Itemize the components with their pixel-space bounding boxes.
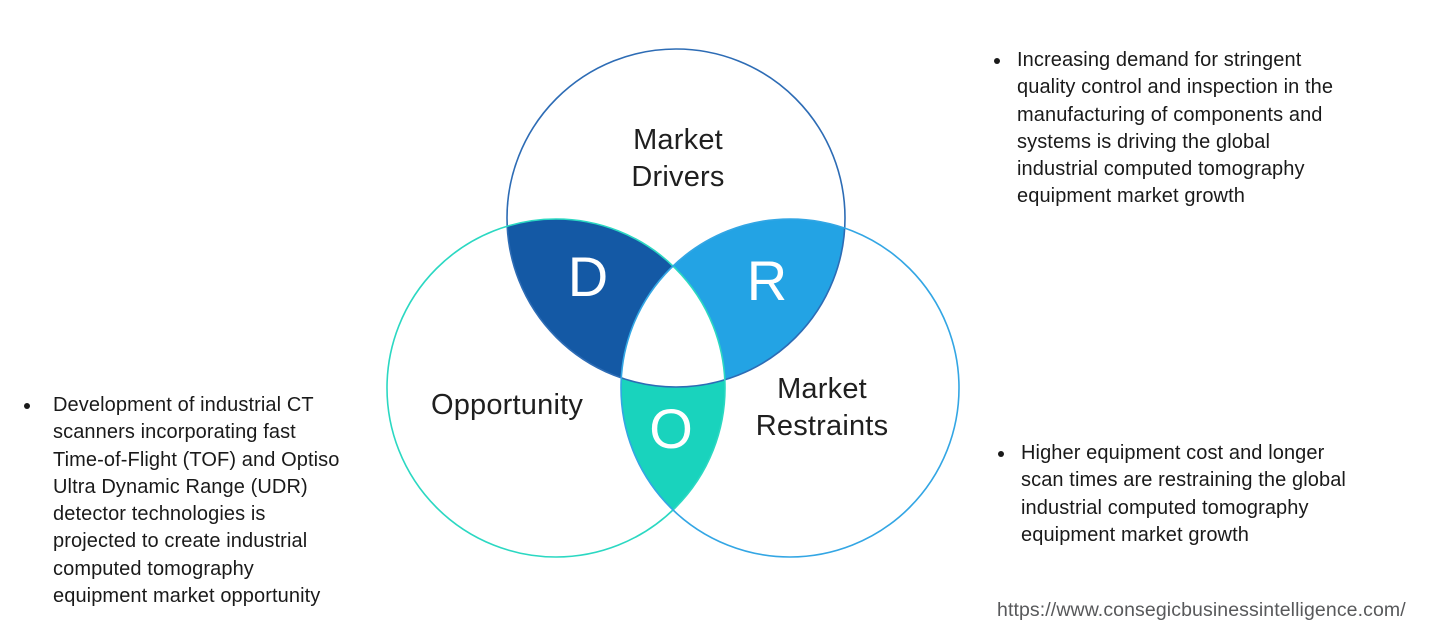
opportunity-label-line: Opportunity: [430, 389, 584, 421]
bullet-line: equipment market growth: [1017, 185, 1245, 208]
bullet-line: quality control and inspection in the: [1017, 76, 1334, 99]
drivers-restraints-overlap-region: [621, 219, 845, 387]
region-letter-r: R: [746, 249, 788, 312]
drivers-bullet-text: Increasing demand for stringent quality …: [1017, 47, 1333, 211]
bullet-line: scanners incorporating fast: [53, 421, 296, 444]
restraints-label-line: Restraints: [755, 410, 889, 442]
opportunity-bullet-text: Development of industrial CT scanners in…: [53, 392, 340, 610]
bullet-line: Increasing demand for stringent: [1017, 49, 1302, 71]
bullet-line: Higher equipment cost and longer: [1021, 442, 1325, 464]
drivers-circle-label: Market Drivers: [631, 122, 724, 196]
opportunity-bullet: Development of industrial CT scanners in…: [24, 392, 410, 610]
bullet-line: equipment market opportunity: [53, 585, 321, 608]
region-letter-o: O: [649, 397, 693, 460]
bullet-line: manufacturing of components and: [1017, 103, 1323, 126]
drivers-circle-outline: [506, 48, 846, 388]
bullet-line: Time-of-Flight (TOF) and Optiso: [53, 448, 340, 471]
bullet-dot-icon: [998, 451, 1004, 457]
bullet-line: equipment market growth: [1021, 523, 1249, 546]
bullet-line: computed tomography: [53, 557, 254, 580]
restraints-circle-outline: [620, 218, 960, 558]
bullet-line: industrial computed tomography: [1017, 158, 1305, 181]
bullet-line: Development of industrial CT: [53, 394, 314, 416]
bullet-dot-icon: [24, 403, 30, 409]
opportunity-circle-outline: [386, 218, 726, 558]
drivers-label-line: Market: [633, 124, 723, 156]
drivers-label-line: Drivers: [631, 161, 725, 193]
bullet-line: scan times are restraining the global: [1021, 469, 1346, 492]
restraints-label-line: Market: [777, 373, 867, 405]
bullet-line: projected to create industrial: [53, 530, 308, 553]
bullet-line: systems is driving the global: [1017, 130, 1271, 153]
bullet-line: detector technologies is: [53, 503, 266, 526]
source-url[interactable]: https://www.consegicbusinessintelligence…: [997, 599, 1406, 621]
bullet-dot-icon: [994, 58, 1000, 64]
restraints-circle-label: Market Restraints: [756, 371, 889, 445]
restraints-bullet-text: Higher equipment cost and longer scan ti…: [1021, 440, 1346, 549]
opportunity-circle-label: Opportunity: [431, 387, 583, 424]
region-letter-d: D: [567, 245, 609, 308]
bullet-line: industrial computed tomography: [1021, 496, 1309, 519]
drivers-bullet: Increasing demand for stringent quality …: [994, 47, 1444, 211]
bullet-line: Ultra Dynamic Range (UDR): [53, 475, 308, 498]
drivers-opportunity-overlap-region: [507, 219, 725, 387]
restraints-bullet: Higher equipment cost and longer scan ti…: [998, 440, 1448, 549]
